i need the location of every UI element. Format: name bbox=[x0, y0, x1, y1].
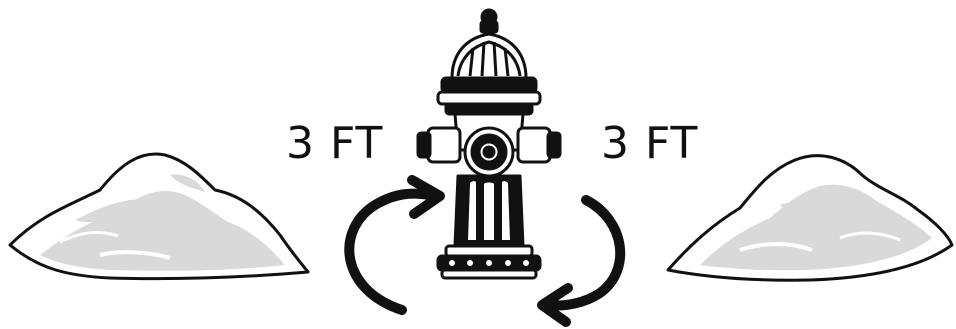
right-distance-label: 3 FT bbox=[601, 118, 698, 170]
left-distance-label: 3 FT bbox=[286, 118, 383, 170]
